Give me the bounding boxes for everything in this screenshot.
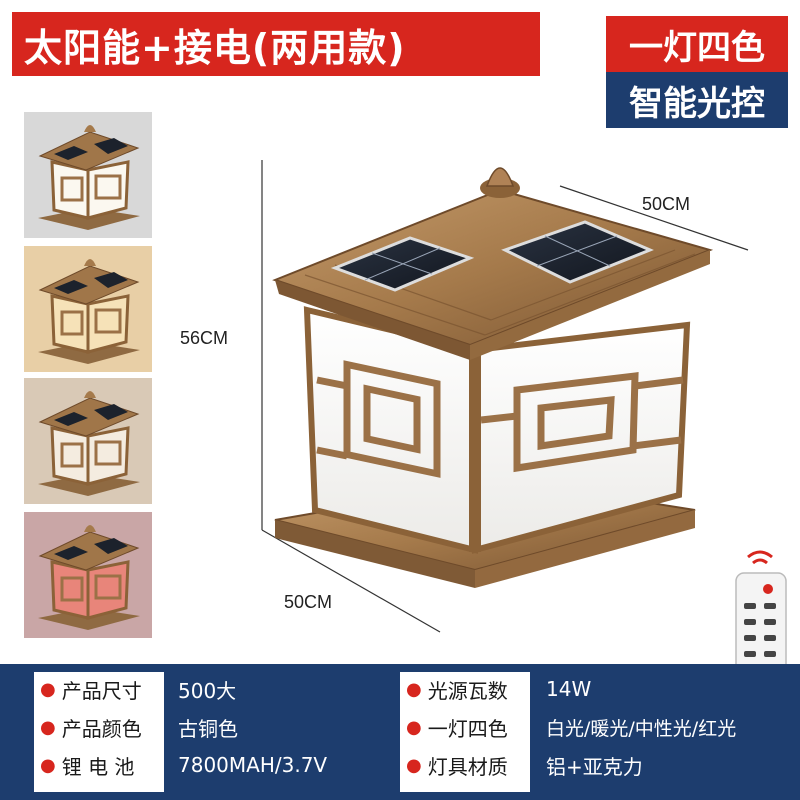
spec-value-size: 500大	[178, 678, 237, 703]
spec-value-four-colors: 白光/暖光/中性光/红光	[546, 717, 737, 740]
spec-label-size: ●产品尺寸	[40, 678, 142, 703]
bullet-dot-icon: ●	[406, 716, 422, 738]
badge-four-colors: 一灯四色	[606, 16, 788, 72]
thumbnail-white-light	[24, 112, 152, 238]
spec-label-battery: ●锂 电 池	[40, 754, 135, 779]
spec-value-color: 古铜色	[178, 716, 238, 741]
lamp-thumbnail-image	[24, 378, 152, 504]
spec-label-wattage: ●光源瓦数	[406, 678, 508, 703]
main-lamp-image	[255, 150, 725, 610]
lamp-thumbnail-image	[24, 246, 152, 372]
thumbnail-warm-light	[24, 246, 152, 372]
spec-labels-right-panel	[400, 672, 530, 792]
lamp-thumbnail-image	[24, 112, 152, 238]
dimension-width-bottom: 50CM	[284, 592, 333, 612]
spec-label-four-colors: ●一灯四色	[406, 716, 508, 741]
lamp-thumbnail-image	[24, 512, 152, 638]
bullet-dot-icon: ●	[40, 716, 56, 738]
thumbnail-red-light	[24, 512, 152, 638]
dimension-width-top: 50CM	[642, 194, 691, 214]
spec-labels-left-panel	[34, 672, 164, 792]
thumbnail-neutral-light	[24, 378, 152, 504]
dimension-height: 56CM	[180, 328, 229, 348]
page-title: 太阳能+接电(两用款)	[24, 25, 406, 70]
bullet-dot-icon: ●	[406, 754, 422, 776]
badge-light-control: 智能光控	[606, 72, 788, 128]
bullet-dot-icon: ●	[40, 754, 56, 776]
spec-label-material: ●灯具材质	[406, 754, 508, 779]
title-banner: 太阳能+接电(两用款)	[12, 12, 540, 76]
spec-value-material: 铝+亚克力	[546, 754, 643, 779]
bullet-dot-icon: ●	[406, 678, 422, 700]
bullet-dot-icon: ●	[40, 678, 56, 700]
feature-badges: 一灯四色 智能光控	[606, 16, 788, 128]
spec-label-color: ●产品颜色	[40, 716, 142, 741]
spec-value-battery: 7800MAH/3.7V	[178, 753, 328, 777]
spec-value-wattage: 14W	[546, 677, 592, 701]
